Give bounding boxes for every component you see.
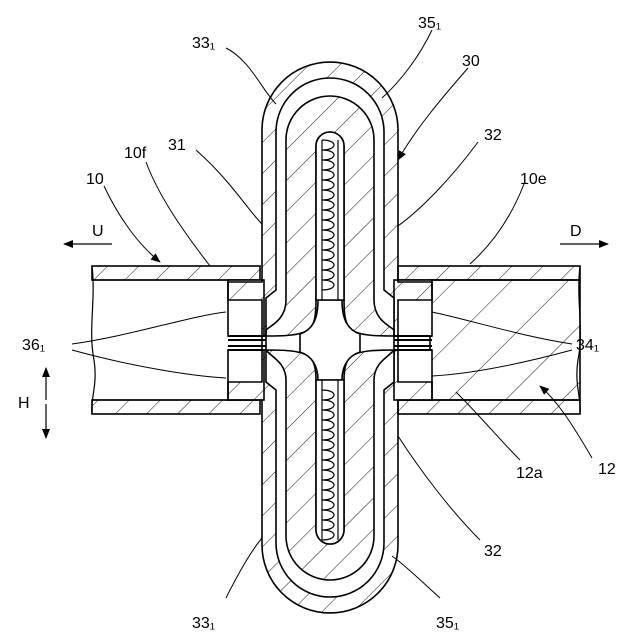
label-35-top: 35₁ xyxy=(418,15,441,32)
label-33-bottom: 33₁ xyxy=(192,615,215,632)
label-12: 12 xyxy=(598,461,616,478)
label-31: 31 xyxy=(168,137,186,154)
label-36: 36₁ xyxy=(22,337,45,354)
label-U: U xyxy=(92,223,104,240)
label-35-bottom: 35₁ xyxy=(436,615,459,632)
label-10f: 10f xyxy=(124,145,147,162)
label-30: 30 xyxy=(462,53,480,70)
label-D: D xyxy=(570,223,582,240)
label-34: 34₁ xyxy=(576,337,599,354)
label-10e: 10e xyxy=(520,171,547,188)
label-32-bottom: 32 xyxy=(484,543,502,560)
label-10: 10 xyxy=(86,171,104,188)
label-12a: 12a xyxy=(516,465,543,482)
label-33-top: 33₁ xyxy=(192,35,215,52)
label-32-top: 32 xyxy=(484,127,502,144)
label-H: H xyxy=(18,395,30,412)
